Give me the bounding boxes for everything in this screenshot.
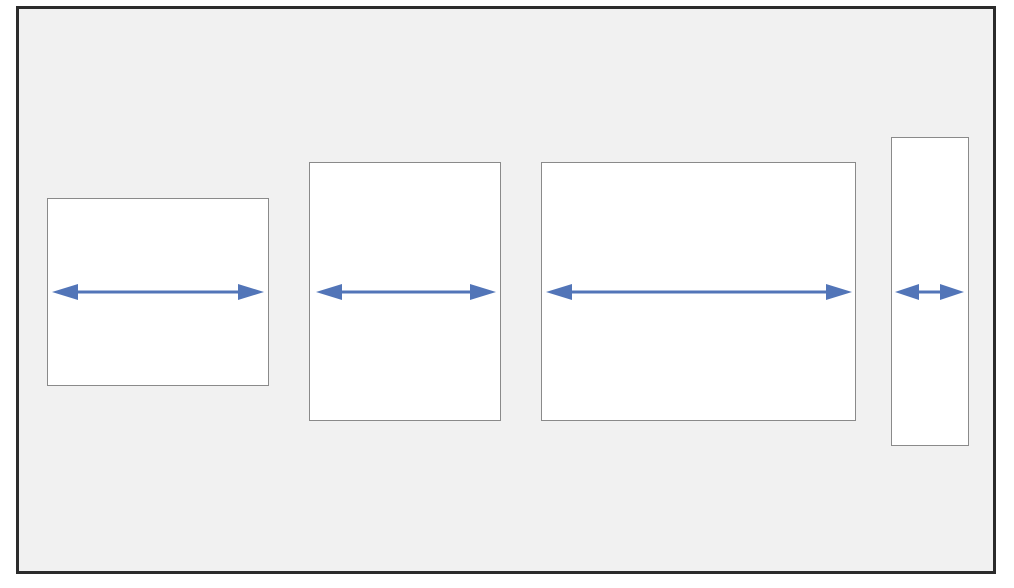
flex-item-3 bbox=[541, 162, 856, 421]
flex-item-4 bbox=[891, 137, 969, 446]
flex-item-1 bbox=[47, 198, 269, 386]
flex-item-2 bbox=[309, 162, 501, 421]
